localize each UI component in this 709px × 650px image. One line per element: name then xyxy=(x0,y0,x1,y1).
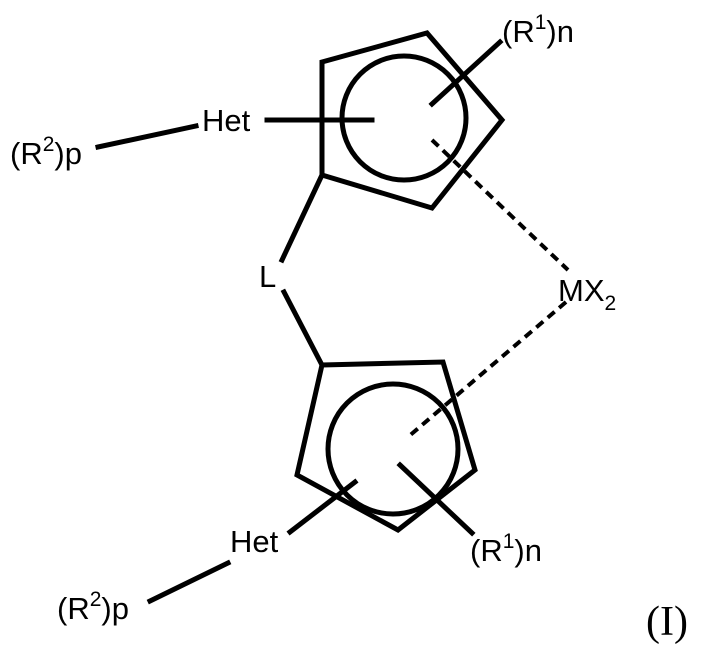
bottom-r1-superscript: 1 xyxy=(503,530,515,553)
bottom-het-label: Het xyxy=(230,524,279,559)
bottom-r1-open: (R xyxy=(470,533,503,568)
figure-label: (I) xyxy=(646,599,688,645)
metal-subscript: 2 xyxy=(605,292,617,315)
top-r1-superscript: 1 xyxy=(535,11,547,34)
dashed-bond-metal-to-bottom-ring xyxy=(408,302,566,437)
top-r2-open: (R xyxy=(10,136,43,171)
bottom-r1-close: )n xyxy=(514,533,542,568)
bond-linker-to-bottom-ring xyxy=(284,292,322,365)
top-r1-label: (R1)n xyxy=(502,11,574,49)
bottom-r2-close: )p xyxy=(101,591,129,626)
top-r1-open: (R xyxy=(502,14,535,49)
metal-main: MX xyxy=(558,273,605,308)
top-het-label: Het xyxy=(202,103,251,138)
bond-r2-to-het-top xyxy=(98,126,196,147)
bottom-r2-label: (R2)p xyxy=(57,588,129,626)
metal-label: MX2 xyxy=(558,273,616,315)
top-r2-close: )p xyxy=(54,136,82,171)
bottom-r2-open: (R xyxy=(57,591,90,626)
linker-label: L xyxy=(259,259,276,294)
top-r1-close: )n xyxy=(546,14,574,49)
bond-top-ring-to-linker xyxy=(282,175,322,260)
bond-r2-to-het-bottom xyxy=(150,563,228,601)
top-r2-label: (R2)p xyxy=(10,133,82,171)
bottom-r1-label: (R1)n xyxy=(470,530,542,568)
bottom-aromatic-circle xyxy=(328,384,458,514)
top-r2-superscript: 2 xyxy=(43,133,55,156)
bottom-r2-superscript: 2 xyxy=(90,588,102,611)
